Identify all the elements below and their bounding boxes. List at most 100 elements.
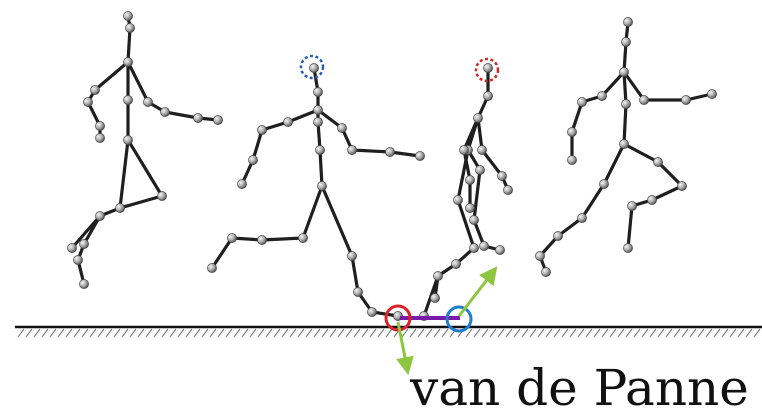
force-arrow-up: [457, 266, 498, 317]
hatch-mark: [281, 328, 289, 338]
hatch-mark: [649, 328, 657, 338]
joint: [475, 165, 485, 175]
joint: [79, 239, 89, 249]
hatch-mark: [433, 328, 441, 338]
hatch-mark: [25, 328, 33, 338]
stick-figure-2: [207, 63, 425, 321]
hatch-mark: [633, 328, 641, 338]
hatch-mark: [537, 328, 545, 338]
joint: [385, 147, 395, 157]
hatch-mark: [505, 328, 513, 338]
joint: [237, 179, 247, 189]
hatch-mark: [689, 328, 697, 338]
joint: [465, 203, 475, 213]
hatch-mark: [193, 328, 201, 338]
hatch-mark: [177, 328, 185, 338]
hatch-mark: [241, 328, 249, 338]
joint: [125, 23, 135, 33]
hatch-mark: [569, 328, 577, 338]
hatch-mark: [721, 328, 729, 338]
hatch-mark: [465, 328, 473, 338]
hatch-mark: [265, 328, 273, 338]
hatch-mark: [553, 328, 561, 338]
joint: [473, 113, 483, 123]
hatch-mark: [697, 328, 705, 338]
joint: [143, 97, 153, 107]
hatch-mark: [369, 328, 377, 338]
hatch-mark: [249, 328, 257, 338]
joint: [483, 91, 493, 101]
joint: [619, 67, 629, 77]
hatch-mark: [409, 328, 417, 338]
joint: [95, 133, 105, 143]
hatch-mark: [153, 328, 161, 338]
joint: [453, 195, 463, 205]
hatch-mark: [65, 328, 73, 338]
joint: [599, 179, 609, 189]
hatch-mark: [641, 328, 649, 338]
hatch-mark: [425, 328, 433, 338]
hatch-mark: [329, 328, 337, 338]
joint: [115, 203, 125, 213]
hatch-mark: [745, 328, 753, 338]
hatch-mark: [225, 328, 233, 338]
joint: [123, 57, 133, 67]
hatch-mark: [737, 328, 745, 338]
hatch-mark: [593, 328, 601, 338]
hatch-mark: [81, 328, 89, 338]
joint: [621, 99, 631, 109]
hatch-mark: [297, 328, 305, 338]
bone: [538, 20, 630, 274]
joint: [257, 235, 267, 245]
joint: [469, 215, 479, 225]
hatch-mark: [97, 328, 105, 338]
hatch-mark: [729, 328, 737, 338]
joint: [497, 171, 507, 181]
joint: [298, 233, 308, 243]
hatch-mark: [137, 328, 145, 338]
hatch-mark: [417, 328, 425, 338]
hatch-mark: [513, 328, 521, 338]
bone: [86, 60, 130, 140]
hatch-mark: [289, 328, 297, 338]
bone: [622, 70, 714, 102]
joint: [469, 243, 479, 253]
hatch-mark: [561, 328, 569, 338]
hatch-mark: [681, 328, 689, 338]
joint: [647, 195, 657, 205]
contact-marker-blue: [445, 305, 473, 333]
joint: [313, 117, 323, 127]
hatch-mark: [753, 328, 761, 338]
joint: [653, 157, 663, 167]
hatch-mark: [385, 328, 393, 338]
hatch-mark: [377, 328, 385, 338]
hatch-mark: [17, 328, 25, 338]
joint: [495, 245, 505, 255]
hatch-mark: [601, 328, 609, 338]
bone: [118, 138, 130, 210]
caption: van de Panne: [410, 359, 749, 417]
bone: [76, 14, 164, 286]
joint: [567, 155, 577, 165]
joint: [283, 117, 293, 127]
hatch-mark: [521, 328, 529, 338]
joint: [207, 263, 217, 273]
hatch-mark: [201, 328, 209, 338]
joint: [483, 63, 493, 73]
joint: [347, 145, 357, 155]
joint: [639, 95, 649, 105]
bone: [570, 70, 626, 162]
hatch-mark: [41, 328, 49, 338]
hatch-mark: [345, 328, 353, 338]
joint: [567, 127, 577, 137]
hatch-mark: [673, 328, 681, 338]
joint: [73, 255, 83, 265]
joint: [309, 63, 319, 73]
joint: [627, 201, 637, 211]
hatch-mark: [305, 328, 313, 338]
bone: [316, 108, 422, 158]
hatch-mark: [161, 328, 169, 338]
joint: [95, 121, 105, 131]
joint: [707, 89, 717, 99]
